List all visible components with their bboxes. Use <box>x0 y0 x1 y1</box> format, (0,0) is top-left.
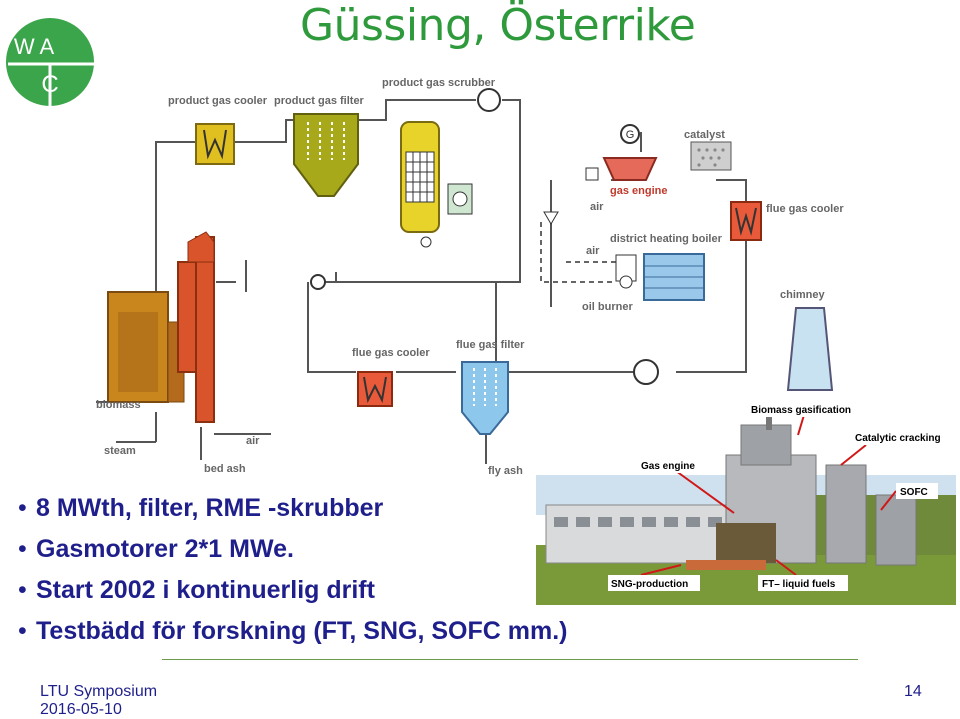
callout-biomass-gasification: Biomass gasification <box>751 405 851 416</box>
label-air-boiler: air <box>586 245 600 257</box>
plant-photo: Biomass gasification Catalytic cracking … <box>536 395 956 605</box>
label-flue-gas-filter: flue gas filter <box>456 339 525 351</box>
footer-divider <box>162 659 858 660</box>
label-flue-gas-cooler-right: flue gas cooler <box>766 203 844 215</box>
callout-sofc: SOFC <box>900 487 928 498</box>
bullet-text: Gasmotorer 2*1 MWe. <box>36 535 294 563</box>
bullet-text: Testbädd för forskning (FT, SNG, SOFC mm… <box>36 617 568 645</box>
bullet-item: •Start 2002 i kontinuerlig drift <box>18 576 375 604</box>
wac-logo: W A C <box>6 18 104 106</box>
label-chimney: chimney <box>780 289 826 301</box>
bullet-text: Start 2002 i kontinuerlig drift <box>36 576 375 604</box>
bullet-text: 8 MWth, filter, RME -skrubber <box>36 494 384 522</box>
label-air-bottom: air <box>246 435 260 447</box>
callout-sng-production: SNG-production <box>611 579 688 590</box>
label-oil-burner: oil burner <box>582 301 633 313</box>
label-product-gas-filter: product gas filter <box>274 95 365 107</box>
svg-text:G: G <box>626 129 635 141</box>
footer-date: 2016-05-10 <box>40 701 122 718</box>
logo-text-top: W A <box>14 34 55 59</box>
label-biomass: biomass <box>96 399 141 411</box>
label-fly-ash: fly ash <box>488 465 523 477</box>
callout-ft-liquid-fuels: FT– liquid fuels <box>762 579 836 590</box>
bullet-list: •8 MWth, filter, RME -skrubber •Gasmotor… <box>18 488 568 652</box>
label-product-gas-scrubber: product gas scrubber <box>382 77 496 89</box>
label-gas-engine: gas engine <box>610 185 667 197</box>
process-diagram: G product gas cooler product gas filter … <box>96 77 844 477</box>
callout-catalytic-cracking: Catalytic cracking <box>855 433 941 444</box>
label-steam: steam <box>104 445 136 457</box>
bullet-item: •Gasmotorer 2*1 MWe. <box>18 535 294 563</box>
footer-event: LTU Symposium <box>40 683 158 700</box>
label-catalyst: catalyst <box>684 129 725 141</box>
bullet-item: •8 MWth, filter, RME -skrubber <box>18 494 384 522</box>
label-air-engine: air <box>590 201 604 213</box>
label-bed-ash: bed ash <box>204 463 246 475</box>
page-number: 14 <box>904 683 922 700</box>
callout-gas-engine: Gas engine <box>641 461 695 472</box>
logo-text-bottom: C <box>41 71 58 98</box>
label-product-gas-cooler: product gas cooler <box>168 95 268 107</box>
label-district-heating-boiler: district heating boiler <box>610 233 723 245</box>
label-flue-gas-cooler: flue gas cooler <box>352 347 430 359</box>
bullet-item: •Testbädd för forskning (FT, SNG, SOFC m… <box>18 617 568 645</box>
slide-title: Güssing, Österrike <box>300 0 696 51</box>
